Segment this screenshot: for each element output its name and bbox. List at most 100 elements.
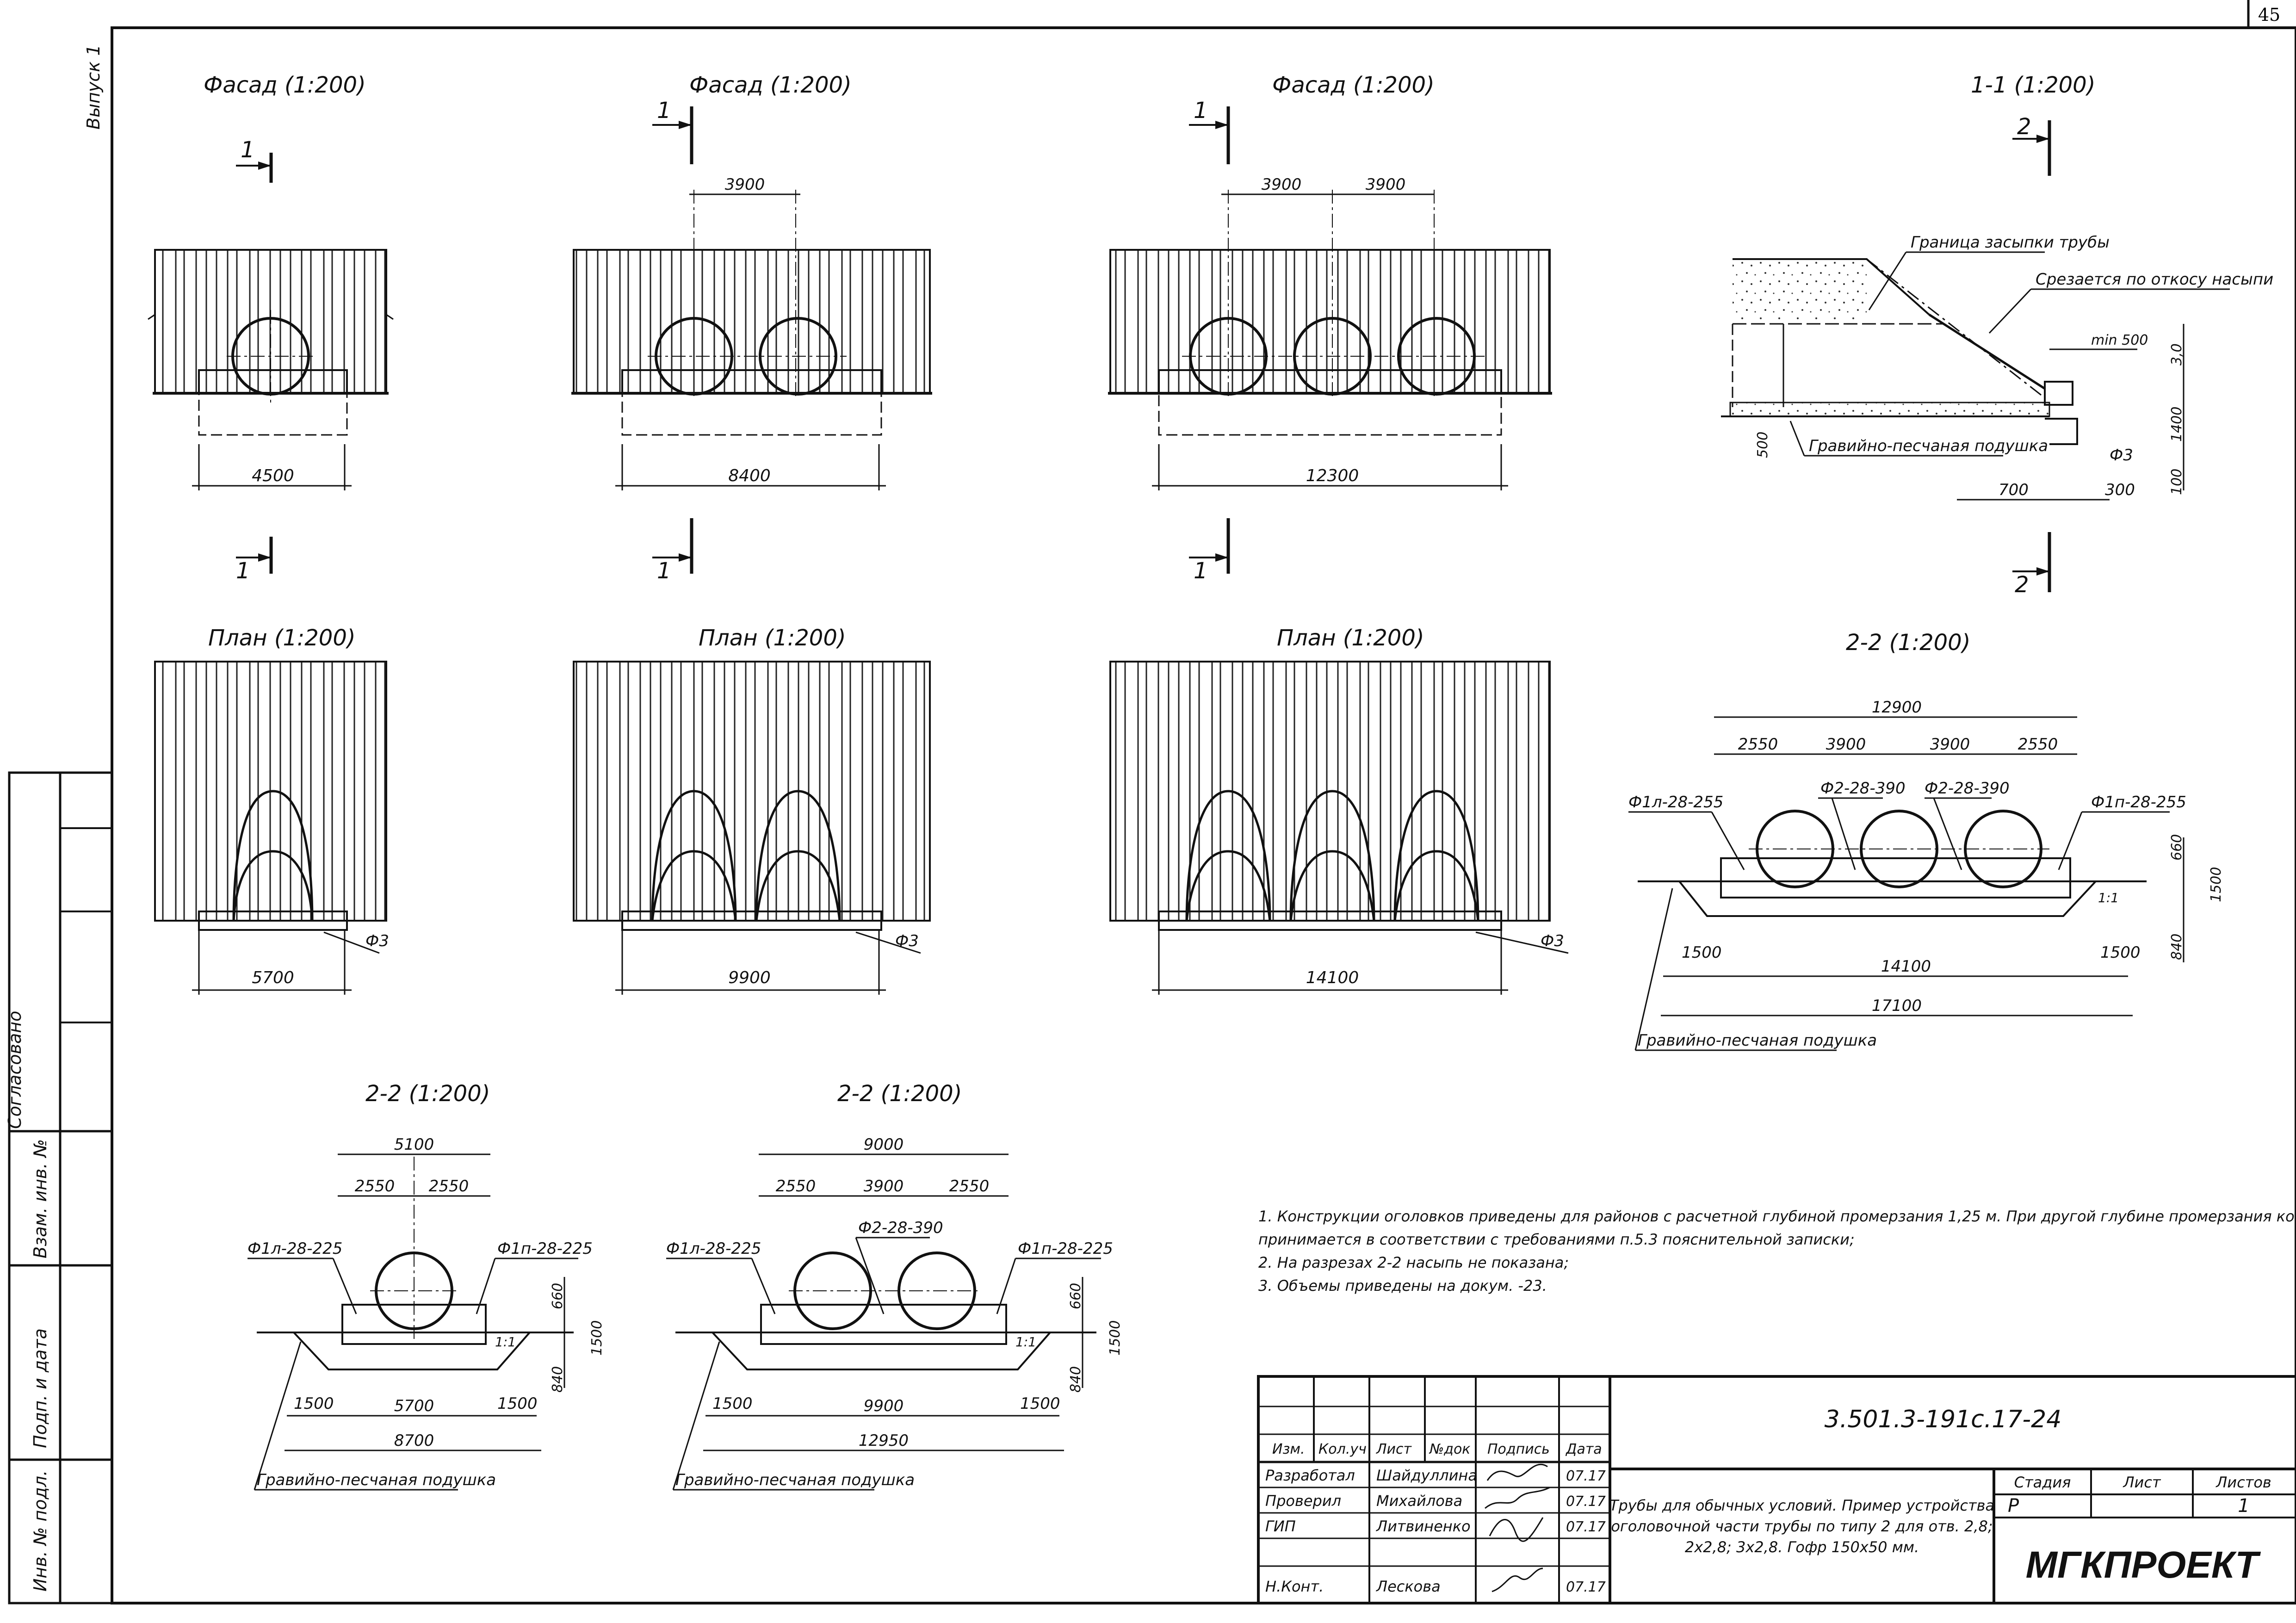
- orig-inv-label: Инв. № подл.: [30, 1470, 50, 1592]
- title-block: 3.501.3-191с.17-24 Изм. Кол.уч Лист №док…: [1257, 1375, 2296, 1604]
- description-1: Трубы для обычных условий. Пример устрой…: [1609, 1497, 1994, 1514]
- svg-text:12300: 12300: [1306, 466, 1359, 485]
- svg-text:Гравийно-песчаная подушка: Гравийно-песчаная подушка: [1638, 1031, 1877, 1050]
- svg-text:1: 1: [657, 558, 671, 584]
- notes: 1. Конструкции оголовков приведены для р…: [1258, 1208, 2296, 1295]
- svg-text:3900: 3900: [1826, 735, 1866, 754]
- svg-text:1: 1: [657, 98, 671, 124]
- section22-title-large: 2-2 (1:200): [1846, 630, 1970, 656]
- svg-text:12950: 12950: [859, 1431, 909, 1450]
- svg-text:1:1: 1:1: [1015, 1334, 1036, 1350]
- sign-date-label: Подп. и дата: [30, 1328, 50, 1448]
- section-2-2-large: 2-2 (1:200) 12900 2550 3900 3900 2550 Ф1…: [1628, 630, 2224, 1051]
- svg-text:660: 660: [1068, 1283, 1084, 1309]
- svg-text:Р: Р: [2008, 1495, 2019, 1517]
- company-logo: МГКПРОЕКТ: [2026, 1544, 2261, 1586]
- svg-text:840: 840: [1068, 1366, 1084, 1393]
- svg-text:1500: 1500: [1020, 1394, 1060, 1413]
- svg-text:1: 1: [1194, 558, 1208, 584]
- svg-text:9900: 9900: [864, 1397, 904, 1415]
- svg-text:Срезается по откосу насыпи: Срезается по откосу насыпи: [2036, 270, 2273, 289]
- description-2: оголовочной части трубы по типу 2 для от…: [1611, 1518, 1993, 1535]
- svg-text:Разработал: Разработал: [1265, 1467, 1355, 1484]
- svg-text:Н.Конт.: Н.Конт.: [1265, 1578, 1324, 1595]
- svg-text:3,0: 3,0: [2169, 343, 2185, 365]
- issue-label: Выпуск 1: [83, 44, 104, 130]
- svg-text:Изм.: Изм.: [1272, 1441, 1305, 1457]
- svg-text:840: 840: [550, 1366, 566, 1393]
- svg-text:07.17: 07.17: [1566, 1519, 1606, 1535]
- agreed-label: Согласовано: [5, 1011, 25, 1129]
- svg-text:Гравийно-песчаная подушка: Гравийно-песчаная подушка: [675, 1471, 915, 1489]
- svg-text:Гравийно-песчаная подушка: Гравийно-песчаная подушка: [257, 1471, 496, 1489]
- facade-title-2: Фасад (1:200): [689, 72, 852, 98]
- plan-view-3: План (1:200) 14100 Ф3: [1109, 625, 1569, 995]
- facade-title-3: Фасад (1:200): [1272, 72, 1435, 98]
- svg-text:840: 840: [2169, 934, 2185, 960]
- svg-text:3900: 3900: [864, 1177, 904, 1196]
- facade-view-2: Фасад (1:200) 1 3900 8400 1: [571, 72, 932, 584]
- svg-text:1:1: 1:1: [495, 1334, 516, 1350]
- svg-text:1500: 1500: [497, 1394, 538, 1413]
- svg-text:1500: 1500: [589, 1320, 605, 1356]
- svg-text:Лескова: Лескова: [1376, 1578, 1441, 1595]
- svg-text:Ф1п-28-225: Ф1п-28-225: [1018, 1239, 1113, 1258]
- svg-text:2550: 2550: [429, 1177, 469, 1196]
- svg-text:8400: 8400: [728, 466, 771, 485]
- note-1b: принимается в соответствии с требованиям…: [1258, 1231, 1855, 1248]
- svg-text:2550: 2550: [1738, 735, 1778, 754]
- svg-text:500: 500: [1755, 432, 1771, 458]
- svg-text:2: 2: [2017, 114, 2031, 140]
- svg-text:Ф1л-28-255: Ф1л-28-255: [1628, 793, 1723, 812]
- svg-text:2550: 2550: [776, 1177, 816, 1196]
- svg-text:1: 1: [241, 137, 255, 163]
- svg-text:9900: 9900: [728, 968, 771, 987]
- svg-text:700: 700: [1999, 481, 2029, 499]
- svg-text:07.17: 07.17: [1566, 1493, 1606, 1510]
- svg-text:1500: 1500: [1682, 943, 1722, 962]
- svg-text:Ф2-28-390: Ф2-28-390: [1925, 779, 2010, 798]
- replace-inv-label: Взам. инв. №: [30, 1139, 50, 1258]
- svg-text:Ф1п-28-255: Ф1п-28-255: [2091, 793, 2186, 812]
- svg-text:1:1: 1:1: [2098, 890, 2119, 905]
- svg-text:1500: 1500: [1107, 1320, 1123, 1356]
- svg-text:660: 660: [550, 1283, 566, 1309]
- plan-title-1: План (1:200): [208, 625, 356, 651]
- svg-text:1500: 1500: [294, 1394, 334, 1413]
- svg-text:07.17: 07.17: [1566, 1579, 1606, 1595]
- svg-text:Ф1п-28-225: Ф1п-28-225: [497, 1239, 593, 1258]
- svg-text:Ф2-28-390: Ф2-28-390: [1820, 779, 1906, 798]
- note-2: 2. На разрезах 2-2 насыпь не показана;: [1258, 1254, 1569, 1271]
- signature-3: [1489, 1517, 1544, 1542]
- svg-text:Ф3: Ф3: [1541, 932, 1564, 950]
- svg-text:2550: 2550: [2018, 735, 2058, 754]
- section22-title-double: 2-2 (1:200): [837, 1081, 962, 1107]
- svg-text:9000: 9000: [864, 1135, 904, 1154]
- section-2-2-double: 2-2 (1:200) 9000 2550 3900 2550 Ф1л-28-2…: [666, 1081, 1123, 1491]
- svg-text:4500: 4500: [252, 466, 294, 485]
- svg-text:17100: 17100: [1872, 997, 1922, 1015]
- svg-text:Ф3: Ф3: [365, 932, 389, 950]
- svg-text:Лист: Лист: [1376, 1441, 1412, 1457]
- svg-text:Проверил: Проверил: [1265, 1492, 1341, 1510]
- signature-1: [1486, 1463, 1548, 1481]
- svg-text:Гравийно-песчаная подушка: Гравийно-песчаная подушка: [1809, 437, 2048, 455]
- svg-text:5100: 5100: [394, 1135, 434, 1154]
- facade-title-1: Фасад (1:200): [204, 72, 366, 98]
- svg-text:Лист: Лист: [2123, 1474, 2161, 1491]
- note-1: 1. Конструкции оголовков приведены для р…: [1258, 1208, 2296, 1225]
- plan-view-2: План (1:200) 9900 Ф3: [573, 625, 931, 995]
- svg-text:Ф1л-28-225: Ф1л-28-225: [666, 1239, 761, 1258]
- svg-text:Шайдуллина: Шайдуллина: [1376, 1467, 1477, 1484]
- svg-text:№док: №док: [1429, 1441, 1470, 1457]
- svg-text:5700: 5700: [252, 968, 294, 987]
- svg-text:Стадия: Стадия: [2014, 1474, 2071, 1491]
- doc-code: 3.501.3-191с.17-24: [1825, 1406, 2062, 1433]
- svg-text:100: 100: [2169, 469, 2185, 495]
- svg-text:1500: 1500: [712, 1394, 753, 1413]
- svg-text:min 500: min 500: [2091, 332, 2148, 348]
- svg-text:1500: 1500: [2100, 943, 2141, 962]
- facade-view-3: Фасад (1:200) 1 3900 3900 12300 1: [1108, 72, 1552, 584]
- svg-text:1500: 1500: [2208, 867, 2224, 902]
- svg-text:Ф3: Ф3: [2110, 446, 2133, 465]
